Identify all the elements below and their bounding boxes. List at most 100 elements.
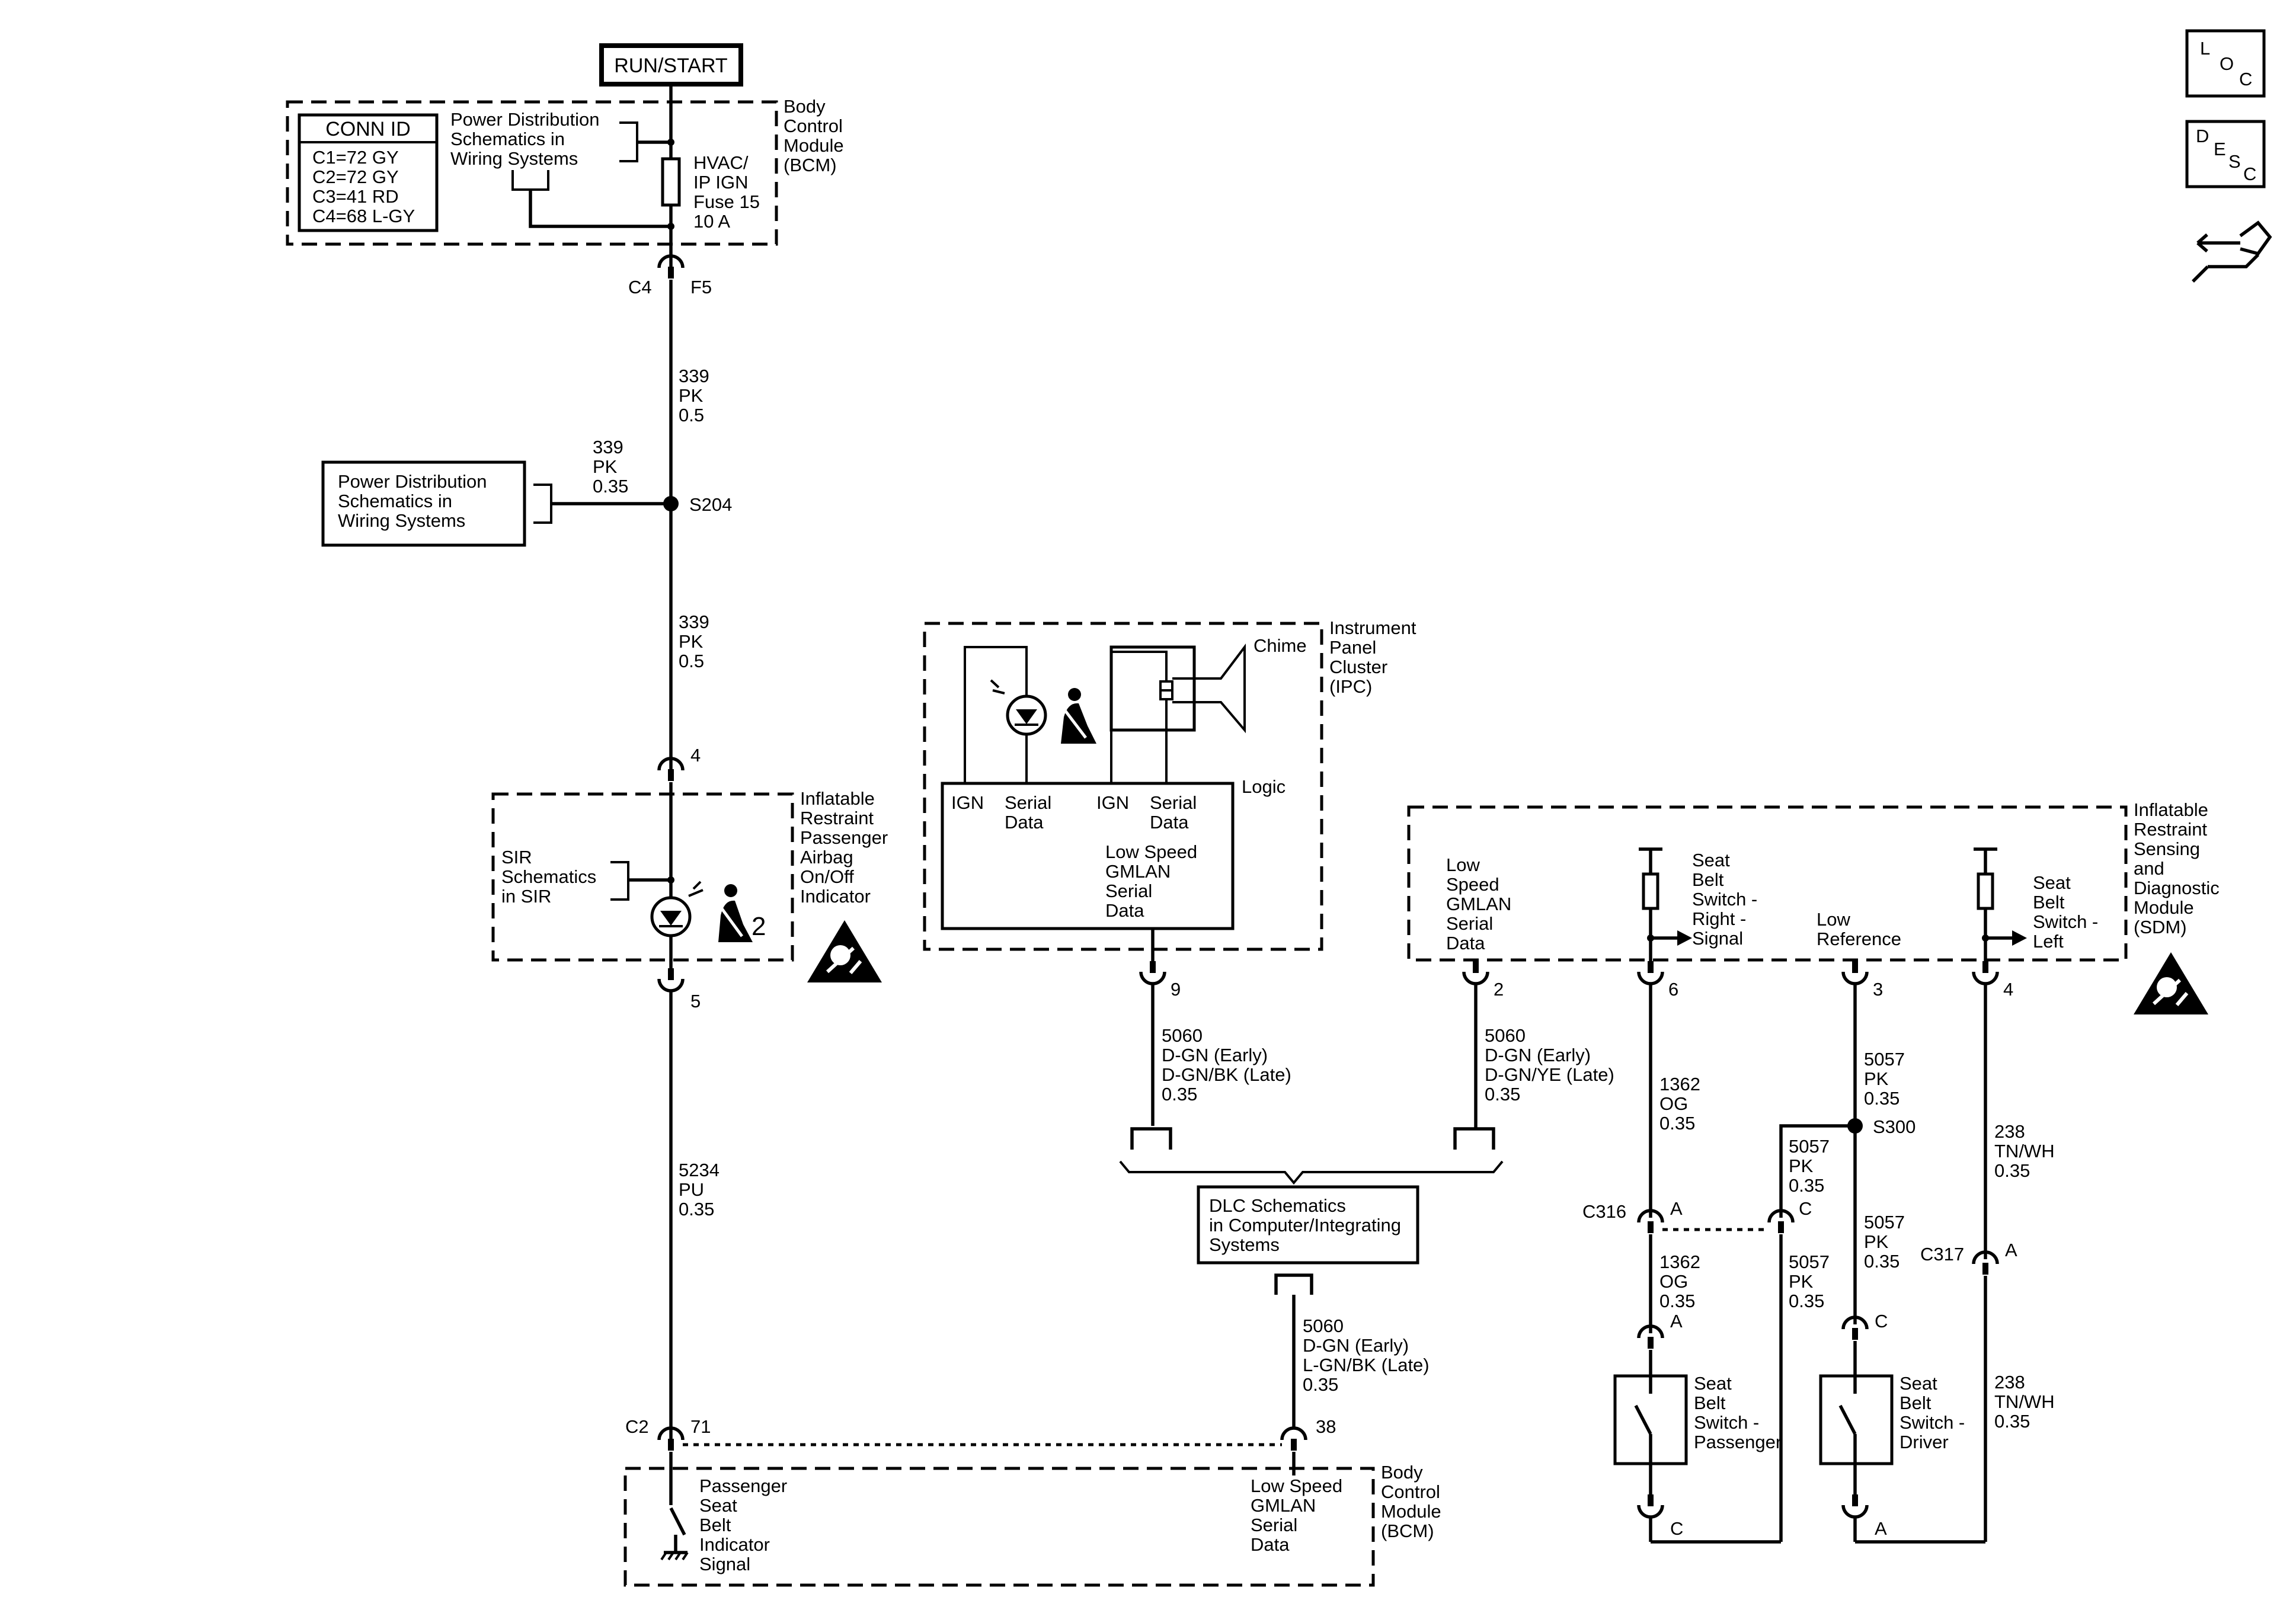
loc-icon[interactable]: L O C [2185,29,2266,98]
svg-text:Passenger: Passenger [699,1475,787,1496]
svg-text:PU: PU [679,1179,704,1200]
svg-text:Serial: Serial [1005,792,1051,813]
connector-pin-6 [1639,961,1662,984]
svg-text:Schematics: Schematics [501,866,596,887]
svg-text:Diagnostic: Diagnostic [2134,878,2220,898]
svg-text:0.35: 0.35 [1789,1291,1824,1311]
svg-text:L: L [2200,38,2210,59]
svg-text:D-GN/BK (Late): D-GN/BK (Late) [1162,1064,1291,1085]
svg-text:Switch -: Switch - [2033,911,2098,932]
bcm-top-label: Body Control Module (BCM) [784,96,844,175]
wire-1362-a-label: 1362 OG 0.35 [1659,1074,1700,1134]
sdm-low-ref-label: Low Reference [1817,909,1901,949]
svg-text:Reference: Reference [1817,929,1901,949]
wire-5234-label: 5234 PU 0.35 [679,1160,720,1219]
svg-text:Low: Low [1817,909,1850,930]
chime-label: Chime [1253,635,1307,656]
hvac-ip-ign-fuse [661,157,681,207]
svg-text:5060: 5060 [1303,1315,1344,1336]
svg-text:Right -: Right - [1692,908,1746,929]
pin-4-label: 4 [690,745,701,766]
svg-text:On/Off: On/Off [800,866,854,887]
svg-text:0.35: 0.35 [1659,1113,1695,1134]
svg-text:Seat: Seat [1692,850,1730,870]
splice-s204 [663,496,679,511]
svg-text:238: 238 [1994,1372,2025,1393]
run-start-label: RUN/START [614,55,727,77]
pin-a-c317: A [2005,1240,2017,1260]
svg-text:Indicator: Indicator [800,886,871,907]
svg-text:Seat: Seat [2033,872,2071,893]
pin-a-c316: A [1670,1198,1683,1219]
svg-text:S: S [2228,151,2241,172]
svg-text:Data: Data [1150,812,1189,833]
svg-text:5234: 5234 [679,1160,720,1180]
svg-text:D: D [2196,126,2209,146]
pin-71-label: 71 [690,1416,711,1437]
svg-text:339: 339 [679,612,709,632]
svg-text:Power Distribution: Power Distribution [338,471,487,492]
svg-text:Seat: Seat [1900,1373,1937,1394]
svg-text:E: E [2214,139,2226,159]
svg-text:Belt: Belt [1692,869,1724,890]
svg-text:238: 238 [1994,1121,2025,1142]
conn-id-title: CONN ID [325,118,411,140]
connector-pin-5 [659,968,683,991]
connector-pass-switch-c [1639,1494,1662,1517]
svg-text:(IPC): (IPC) [1329,676,1372,697]
wire-5060-ipc-label: 5060 D-GN (Early) D-GN/BK (Late) 0.35 [1162,1025,1291,1105]
svg-text:Switch -: Switch - [1694,1412,1759,1433]
sdm-seat-belt-left-label: Seat Belt Switch - Left [2033,872,2098,952]
fuse-label: HVAC/ IP IGN Fuse 15 10 A [693,152,760,232]
svg-text:Passenger: Passenger [800,827,888,848]
wire-5057-b [1779,1124,1855,1218]
svg-text:PK: PK [593,456,618,477]
svg-text:Low Speed: Low Speed [1251,1475,1342,1496]
svg-text:HVAC/: HVAC/ [693,152,749,173]
svg-text:Left: Left [2033,931,2064,952]
sdm-gmlan-label: Low Speed GMLAN Serial Data [1446,854,1511,953]
svg-text:Instrument: Instrument [1329,617,1416,638]
airbag-indicator-label: Inflatable Restraint Passenger Airbag On… [800,788,888,907]
svg-text:0.35: 0.35 [1485,1084,1520,1105]
conn-c317-label: C317 [1920,1244,1964,1265]
svg-text:Belt: Belt [699,1515,731,1535]
svg-text:D-GN (Early): D-GN (Early) [1162,1045,1268,1065]
svg-text:Driver: Driver [1900,1432,1949,1452]
bcm-gmlan-label: Low Speed GMLAN Serial Data [1251,1475,1342,1555]
svg-text:5060: 5060 [1162,1025,1203,1046]
ipc-label: Instrument Panel Cluster (IPC) [1329,617,1416,697]
svg-text:0.35: 0.35 [1994,1411,2030,1432]
svg-text:C: C [2239,69,2252,89]
svg-text:Serial: Serial [1105,881,1152,901]
svg-text:DLC Schematics: DLC Schematics [1209,1195,1346,1216]
svg-text:0.35: 0.35 [1162,1084,1197,1105]
svg-text:D-GN/YE (Late): D-GN/YE (Late) [1485,1064,1614,1085]
connector-pin-4-sdm [1974,961,1997,984]
svg-text:Body: Body [784,96,826,117]
sir-ref: SIR Schematics in SIR [501,847,596,907]
svg-text:Schematics in: Schematics in [338,491,452,511]
svg-text:0.35: 0.35 [1303,1374,1338,1395]
svg-text:OG: OG [1659,1093,1688,1114]
seat-belt-driver-label: Seat Belt Switch - Driver [1900,1373,1965,1452]
svg-text:IGN: IGN [951,792,984,813]
svg-text:Belt: Belt [2033,892,2065,913]
svg-text:and: and [2134,858,2164,879]
dlc-brace [1119,1160,1504,1185]
desc-icon[interactable]: D E S C [2185,120,2266,188]
splice-s204-label: S204 [689,494,732,515]
connector-end-view-icon[interactable] [2192,220,2272,283]
svg-text:IGN: IGN [1096,792,1129,813]
conn-c316-label: C316 [1582,1201,1626,1222]
svg-text:PK: PK [679,385,703,406]
svg-text:0.5: 0.5 [679,405,704,425]
pin-c-drv: C [1875,1311,1888,1331]
svg-text:5057: 5057 [1864,1049,1905,1070]
pin-3-label: 3 [1873,979,1883,1000]
svg-text:Sensing: Sensing [2134,838,2200,859]
svg-text:(BCM): (BCM) [784,155,837,175]
dlc-ref-box [1197,1185,1419,1265]
airbag-indicator-led-icon [650,881,703,937]
svg-text:0.35: 0.35 [1994,1160,2030,1181]
